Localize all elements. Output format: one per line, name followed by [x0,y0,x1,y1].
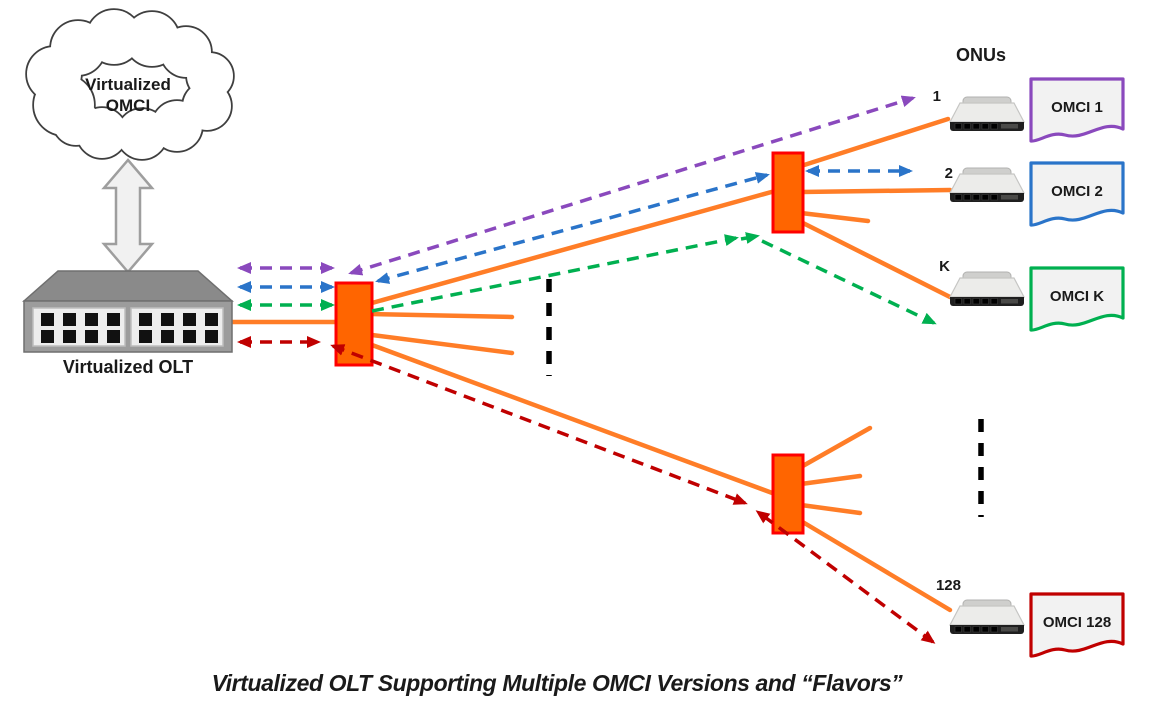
onu1-device [949,96,1025,132]
fiber-splitter1-to-splitter3 [369,342,778,497]
omci2-label: OMCI 2 [1051,183,1103,200]
fiber-splitter2-stub [798,210,871,224]
fiber-splitter1-stub-upper [369,311,515,320]
onu128-id-label: 128 [936,577,961,594]
onu128-device [949,599,1025,635]
onu-row-1: 1 OMCI 1 [933,77,1125,143]
onu-row-128: 128 OMCI 128 [936,577,1125,658]
onu2-device [949,167,1025,203]
olt-label: Virtualized OLT [63,357,193,377]
splitter-3 [771,453,805,535]
omci2-tag: OMCI 2 [1029,161,1125,227]
omciK-label: OMCI K [1050,288,1104,305]
fiber-splitter3-to-onu128 [798,518,953,613]
splitter-2 [771,151,805,234]
olt-roof [22,270,234,302]
omci128-channel-diagonal-lower [755,510,936,644]
fiber-splitter3-stub-mid [798,473,863,487]
olt-ports [41,313,218,343]
omciK-channel-apex [740,232,760,244]
omci128-channel-diagonal-upper [330,344,748,505]
cloud-fill [27,10,233,159]
onu-row-K: K OMCI K [939,258,1125,332]
omci1-channel-diagonal [348,95,916,276]
onu-row-2: 2 OMCI 2 [945,161,1125,227]
fiber-splitter1-stub-lower [369,332,515,356]
omci2-channel-diagonal [375,172,770,284]
cloud-label-line2: OMCI [106,96,150,115]
omciK-tag: OMCI K [1029,266,1125,332]
virtualized-omci-cloud: Virtualized OMCI [25,8,235,161]
omci128-label: OMCI 128 [1043,614,1111,631]
fiber-splitter2-to-onu2 [798,187,953,195]
omciK-channel-diagonal-up [371,234,739,313]
omciK-channel-diagonal-down [761,239,937,325]
onuK-id-label: K [939,258,950,275]
omci1-tag: OMCI 1 [1029,77,1125,143]
diagram-caption: Virtualized OLT Supporting Multiple OMCI… [212,670,904,696]
fiber-splitter2-to-onu1 [798,116,951,169]
cloud-label-line1: Virtualized [85,75,171,94]
virtualized-olt: Virtualized OLT [22,270,234,377]
onus-heading: ONUs [956,45,1006,65]
fiber-splitter2-to-onuK [798,219,953,300]
cloud-olt-double-arrow [101,158,155,274]
onu2-id-label: 2 [945,165,953,182]
fiber-splitter3-stub-upper [798,425,873,470]
omci1-label: OMCI 1 [1051,99,1103,116]
fiber-splitter3-stub-lower [798,502,863,516]
omci-channels [237,95,937,644]
onu1-id-label: 1 [933,88,941,105]
onuK-device [949,271,1025,307]
omci128-tag: OMCI 128 [1029,592,1125,658]
